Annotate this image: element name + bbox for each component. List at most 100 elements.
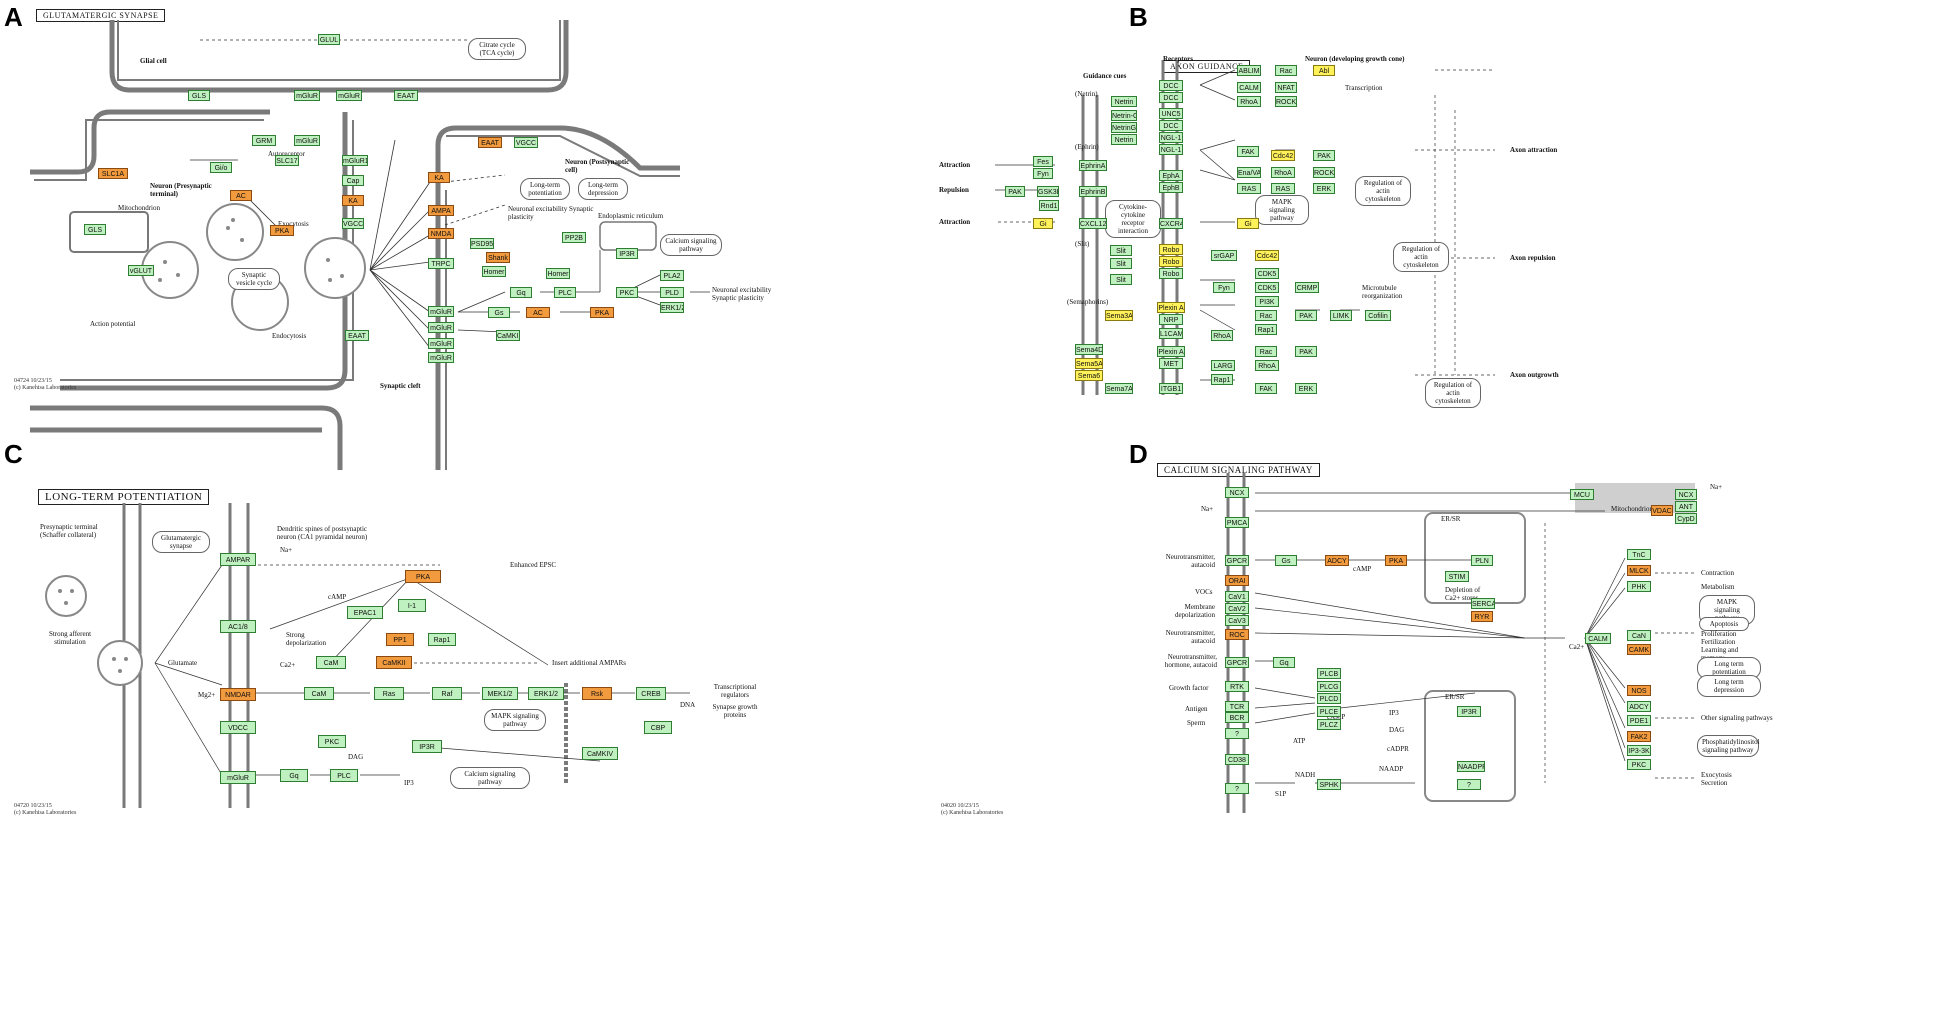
pka-node[interactable]: PKA <box>590 307 614 318</box>
rasgap-node[interactable]: RAS <box>1237 183 1261 194</box>
trpc-node[interactable]: TRPC <box>428 258 454 269</box>
fak2-node[interactable]: FAK2 <box>1627 731 1651 742</box>
dcc-node[interactable]: DCC <box>1159 120 1183 131</box>
gq-node[interactable]: Gq <box>280 769 308 782</box>
cav3-node[interactable]: CaV3 <box>1225 615 1249 626</box>
itgb-node[interactable]: ITGB1 <box>1159 383 1183 394</box>
vdac-node[interactable]: VDAC <box>1651 505 1673 516</box>
fyn-node[interactable]: Fyn <box>1033 168 1053 179</box>
netrin-node[interactable]: NetrinG1 <box>1111 122 1137 133</box>
ac-node[interactable]: AC <box>230 190 252 201</box>
mglur-node[interactable]: mGluR <box>428 338 454 349</box>
ip3r-node[interactable]: IP3R <box>412 740 442 753</box>
gpcr-node[interactable]: GPCR <box>1225 657 1249 668</box>
ac-node[interactable]: AC <box>526 307 550 318</box>
camkiv-node[interactable]: CaMKIV <box>582 747 618 760</box>
creb-node[interactable]: CREB <box>636 687 666 700</box>
calm-node[interactable]: CALM <box>1237 82 1261 93</box>
stim-node[interactable]: STIM <box>1445 571 1469 582</box>
fyn-node[interactable]: Fyn <box>1213 282 1235 293</box>
pka-node[interactable]: PKA <box>270 225 294 236</box>
rac-node[interactable]: Rac <box>1255 310 1277 321</box>
psd95-node[interactable]: PSD95 <box>470 238 494 249</box>
shank-node[interactable]: Shank <box>486 252 510 263</box>
cd38-node[interactable]: CD38 <box>1225 754 1249 765</box>
pak-node[interactable]: PAK <box>1005 186 1025 197</box>
pak-node[interactable]: PAK <box>1295 346 1317 357</box>
homer-node[interactable]: Homer <box>482 266 506 277</box>
mglur-node[interactable]: mGluR <box>294 135 320 146</box>
gq-node[interactable]: Gq <box>1273 657 1295 668</box>
can-node[interactable]: CaN <box>1627 630 1651 641</box>
robo-node[interactable]: Robo <box>1159 256 1183 267</box>
plexin-node[interactable]: Plexin A <box>1157 302 1185 313</box>
pla2-node[interactable]: PLA2 <box>660 270 684 281</box>
vgcc-node[interactable]: VGCC <box>342 218 364 229</box>
pp1-node[interactable]: PP1 <box>386 633 414 646</box>
raf-node[interactable]: Raf <box>432 687 462 700</box>
adcy-node[interactable]: ADCY <box>1325 555 1349 566</box>
erk-node[interactable]: ERK <box>1295 383 1317 394</box>
tcr-node[interactable]: TCR <box>1225 701 1249 712</box>
rsk-node[interactable]: Rsk <box>582 687 612 700</box>
gls-node[interactable]: GLS <box>84 224 106 235</box>
pln-node[interactable]: PLN <box>1471 555 1493 566</box>
sema7-node[interactable]: Sema7A <box>1105 383 1133 394</box>
nmdar-node[interactable]: NMDAR <box>220 688 256 701</box>
rock-node[interactable]: ROCK <box>1313 167 1335 178</box>
rhoa-node[interactable]: RhoA <box>1271 167 1295 178</box>
gs-node[interactable]: Gs <box>488 307 510 318</box>
kainate-node[interactable]: KA <box>428 172 450 183</box>
pak-node[interactable]: PAK <box>1295 310 1317 321</box>
netrin-node[interactable]: Netrin-G <box>1111 110 1137 121</box>
cxcr4-node[interactable]: CXCR4 <box>1159 218 1183 229</box>
slit-node[interactable]: Slit <box>1110 258 1132 269</box>
cdc42-node[interactable]: Cdc42 <box>1271 150 1295 161</box>
plexin-node[interactable]: Plexin A <box>1157 346 1185 357</box>
mglur-node[interactable]: mGluR <box>336 90 362 101</box>
srgap-node[interactable]: srGAP <box>1211 250 1237 261</box>
nck-node[interactable]: ABLIM <box>1237 65 1261 76</box>
naadpr-node[interactable]: NAADPR <box>1457 761 1485 772</box>
plcg-node[interactable]: PLCG <box>1317 681 1341 692</box>
nos-node[interactable]: NOS <box>1627 685 1651 696</box>
gs-node[interactable]: Gs <box>1275 555 1297 566</box>
cav2-node[interactable]: CaV2 <box>1225 603 1249 614</box>
ngl-node[interactable]: NGL-1 <box>1159 132 1183 143</box>
mlck-node[interactable]: MLCK <box>1627 565 1651 576</box>
i1-node[interactable]: I-1 <box>398 599 426 612</box>
pkc-node[interactable]: PKC <box>616 287 638 298</box>
homer-node[interactable]: Homer <box>546 268 570 279</box>
rhoa-node[interactable]: RhoA <box>1237 96 1261 107</box>
glul-node[interactable]: GLUL <box>318 34 340 45</box>
orai-node[interactable]: ORAI <box>1225 575 1249 586</box>
cdk5-node[interactable]: CDK5 <box>1255 282 1279 293</box>
ras-node[interactable]: Ras <box>374 687 404 700</box>
sema6-node[interactable]: Sema6 <box>1075 370 1103 381</box>
phk-node[interactable]: PHK <box>1627 581 1651 592</box>
unknown-node[interactable]: ? <box>1457 779 1481 790</box>
crmp-node[interactable]: CRMP <box>1295 282 1319 293</box>
pkc-node[interactable]: PKC <box>1627 759 1651 770</box>
pde1-node[interactable]: PDE1 <box>1627 715 1651 726</box>
rac-node[interactable]: Rac <box>1275 65 1297 76</box>
met-node[interactable]: MET <box>1159 358 1183 369</box>
grm-node[interactable]: GRM <box>252 135 276 146</box>
pka-node[interactable]: PKA <box>405 570 441 583</box>
slit-node[interactable]: Slit <box>1110 245 1132 256</box>
mglur-node[interactable]: mGluR <box>428 306 454 317</box>
ampa-node[interactable]: AMPA <box>428 205 454 216</box>
gi-node[interactable]: Gi <box>1237 218 1259 229</box>
bcr-node[interactable]: BCR <box>1225 712 1249 723</box>
fes-node[interactable]: Fes <box>1033 156 1053 167</box>
camk-node[interactable]: CAMK <box>1627 644 1651 655</box>
slc-node[interactable]: SLC1A <box>98 168 128 179</box>
roc-node[interactable]: ROC <box>1225 629 1249 640</box>
gpcr-node[interactable]: GPCR <box>1225 555 1249 566</box>
camkii-node[interactable]: CaMKII <box>376 656 412 669</box>
dcc-node[interactable]: DCC <box>1159 80 1183 91</box>
unc5-node[interactable]: UNC5 <box>1159 108 1183 119</box>
gls-node[interactable]: GLS <box>188 90 210 101</box>
nfat-node[interactable]: NFAT <box>1275 82 1297 93</box>
rap-node[interactable]: Rap1 <box>1211 374 1233 385</box>
